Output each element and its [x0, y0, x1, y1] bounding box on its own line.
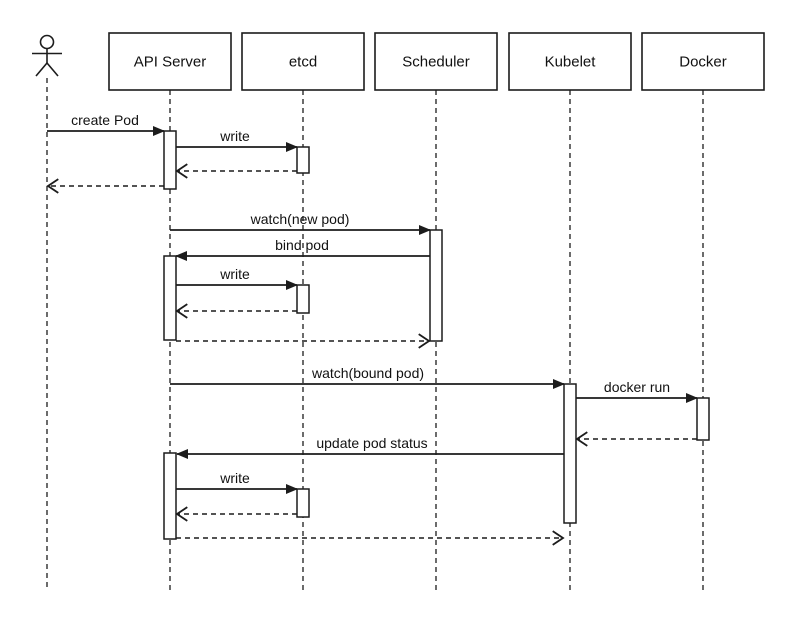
activation-api-server-1	[163, 130, 177, 190]
message-label: write	[219, 470, 250, 486]
activation-docker-7	[696, 397, 710, 441]
activation-kubelet-6	[563, 383, 577, 524]
message-label: watch(new pod)	[250, 211, 350, 227]
activation-scheduler-3	[429, 229, 443, 342]
message-label: update pod status	[316, 435, 427, 451]
message-watch-new-pod-5: watch(new pod)	[170, 211, 431, 235]
message-docker-run-11: docker run	[576, 379, 698, 403]
message-update-pod-status-13: update pod status	[176, 435, 564, 459]
activation-etcd-2	[296, 146, 310, 174]
activation-etcd-9	[296, 488, 310, 518]
message-label: watch(bound pod)	[311, 365, 424, 381]
participant-api-server: API Server	[108, 32, 232, 91]
participant-box-etcd	[241, 32, 365, 91]
message-watch-bound-pod-10: watch(bound pod)	[170, 365, 565, 389]
participant-scheduler: Scheduler	[374, 32, 498, 91]
participant-box-docker	[641, 32, 765, 91]
message-write-7: write	[176, 266, 298, 290]
actor-figure	[32, 34, 62, 77]
activation-etcd-5	[296, 284, 310, 314]
participant-label-kubelet: Kubelet	[545, 54, 597, 71]
participant-label-scheduler: Scheduler	[402, 54, 470, 71]
message-create-pod-1: create Pod	[47, 112, 165, 136]
participant-docker: Docker	[641, 32, 765, 91]
message-label: write	[219, 266, 250, 282]
participant-etcd: etcd	[241, 32, 365, 91]
message-bind-pod-6: bind pod	[175, 237, 430, 261]
activation-api-server-8	[163, 452, 177, 540]
activation-api-server-4	[163, 255, 177, 341]
participant-label-docker: Docker	[679, 54, 727, 71]
message-label: docker run	[604, 379, 670, 395]
participant-kubelet: Kubelet	[508, 32, 632, 91]
participant-box-kubelet	[508, 32, 632, 91]
participant-box-api-server	[108, 32, 232, 91]
participant-label-api-server: API Server	[134, 54, 207, 71]
actor-left-leg	[35, 62, 48, 77]
message-label: write	[219, 128, 250, 144]
message-label: create Pod	[71, 112, 139, 128]
message-write-14: write	[176, 470, 298, 494]
message-label: bind pod	[275, 237, 329, 253]
actor-right-leg	[46, 62, 59, 77]
message-write-2: write	[176, 128, 298, 152]
participant-box-scheduler	[374, 32, 498, 91]
participant-label-etcd: etcd	[289, 54, 317, 71]
